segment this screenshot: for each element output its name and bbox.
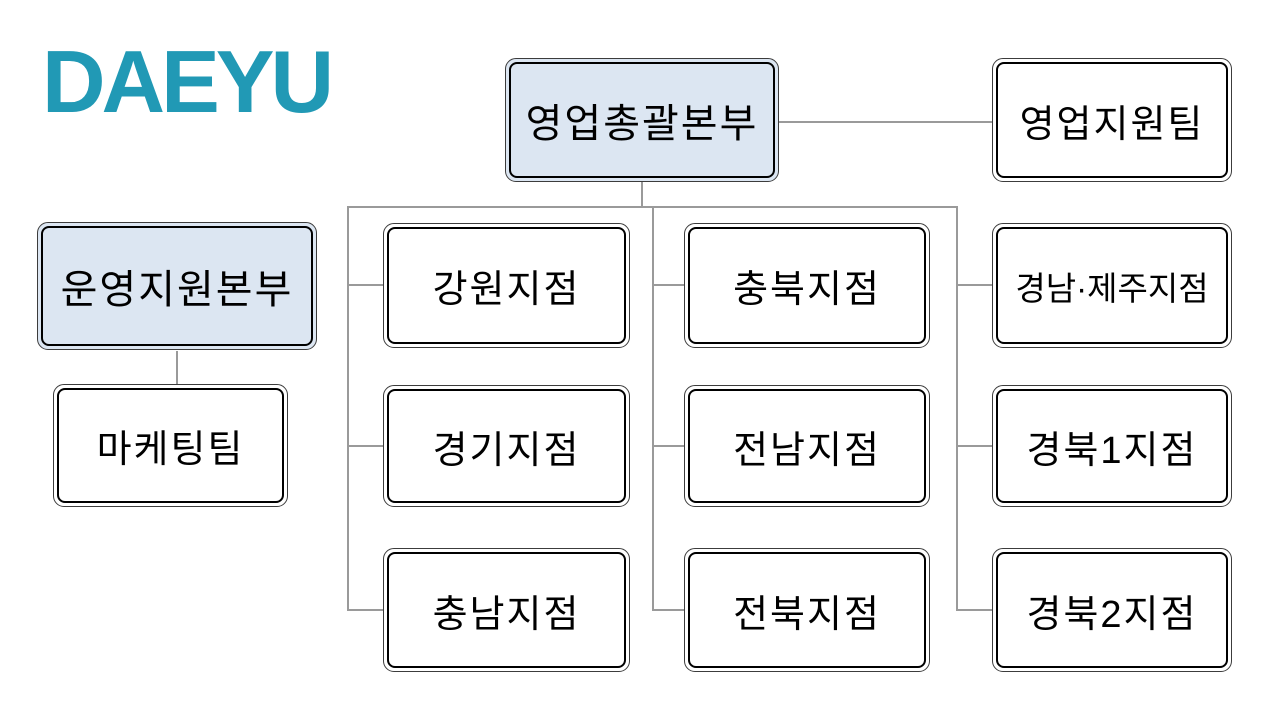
org-node-label: 강원지점 (432, 269, 581, 311)
org-node-frame: 충남지점 (387, 552, 626, 668)
org-node-frame: 충북지점 (688, 227, 926, 344)
org-node-frame: 경북1지점 (996, 389, 1228, 503)
org-node-branch-gangwon[interactable]: 강원지점 (383, 223, 630, 348)
org-node-label: 충북지점 (733, 269, 881, 311)
org-node-frame: 경남·제주지점 (996, 227, 1228, 344)
org-node-label: 경기지점 (432, 429, 581, 472)
connector-branch-rail-col1 (347, 206, 349, 611)
org-node-label: 운영지원본부 (60, 268, 294, 312)
org-node-label: 경북2지점 (1026, 593, 1198, 636)
org-node-frame: 경기지점 (387, 389, 626, 503)
org-node-ops-hq[interactable]: 운영지원본부 (37, 222, 317, 350)
org-node-label: 영업지원팀 (1019, 103, 1205, 146)
connector-ops-marketing-drop (176, 351, 178, 385)
connector-stub-col1-row2 (347, 445, 385, 447)
org-node-label: 경북1지점 (1026, 429, 1198, 472)
connector-stub-col1-row3 (347, 609, 385, 611)
org-node-branch-jeonnam[interactable]: 전남지점 (684, 385, 930, 507)
org-node-label: 마케팅팀 (96, 429, 245, 471)
org-node-label: 경남·제주지점 (1015, 269, 1209, 307)
connector-stub-col2-row1 (652, 284, 686, 286)
org-node-branch-gyeongbuk2[interactable]: 경북2지점 (992, 548, 1232, 672)
org-node-label: 충남지점 (432, 593, 581, 636)
connector-sales-support-link (779, 121, 992, 123)
connector-stub-col2-row3 (652, 609, 686, 611)
connector-sales-hq-drop (641, 182, 643, 208)
org-node-branch-jeonbuk[interactable]: 전북지점 (684, 548, 930, 672)
org-node-label: 전남지점 (733, 429, 881, 472)
org-node-frame: 영업지원팀 (996, 62, 1228, 178)
org-node-frame: 영업총괄본부 (509, 62, 775, 178)
org-node-branch-chungnam[interactable]: 충남지점 (383, 548, 630, 672)
connector-stub-col3-row2 (956, 445, 994, 447)
connector-stub-col2-row2 (652, 445, 686, 447)
company-logo: DAEYU (42, 32, 334, 131)
org-node-frame: 운영지원본부 (41, 226, 313, 346)
org-node-branch-gyeongbuk1[interactable]: 경북1지점 (992, 385, 1232, 507)
org-node-branch-gyeonggi[interactable]: 경기지점 (383, 385, 630, 507)
org-node-branch-chungbuk[interactable]: 충북지점 (684, 223, 930, 348)
connector-stub-col3-row3 (956, 609, 994, 611)
org-node-frame: 강원지점 (387, 227, 626, 344)
org-node-label: 영업총괄본부 (525, 102, 759, 146)
org-node-branch-gyeongnam-jeju[interactable]: 경남·제주지점 (992, 223, 1232, 348)
org-node-marketing-team[interactable]: 마케팅팀 (53, 384, 288, 507)
org-node-label: 전북지점 (733, 593, 881, 636)
org-node-sales-support-team[interactable]: 영업지원팀 (992, 58, 1232, 182)
org-node-frame: 전남지점 (688, 389, 926, 503)
org-node-frame: 경북2지점 (996, 552, 1228, 668)
connector-branch-rail-col2 (652, 206, 654, 611)
connector-stub-col3-row1 (956, 284, 994, 286)
org-node-frame: 전북지점 (688, 552, 926, 668)
org-node-sales-hq[interactable]: 영업총괄본부 (505, 58, 779, 182)
org-node-frame: 마케팅팀 (57, 388, 284, 503)
connector-branch-rail-col3 (956, 206, 958, 611)
connector-stub-col1-row1 (347, 284, 385, 286)
